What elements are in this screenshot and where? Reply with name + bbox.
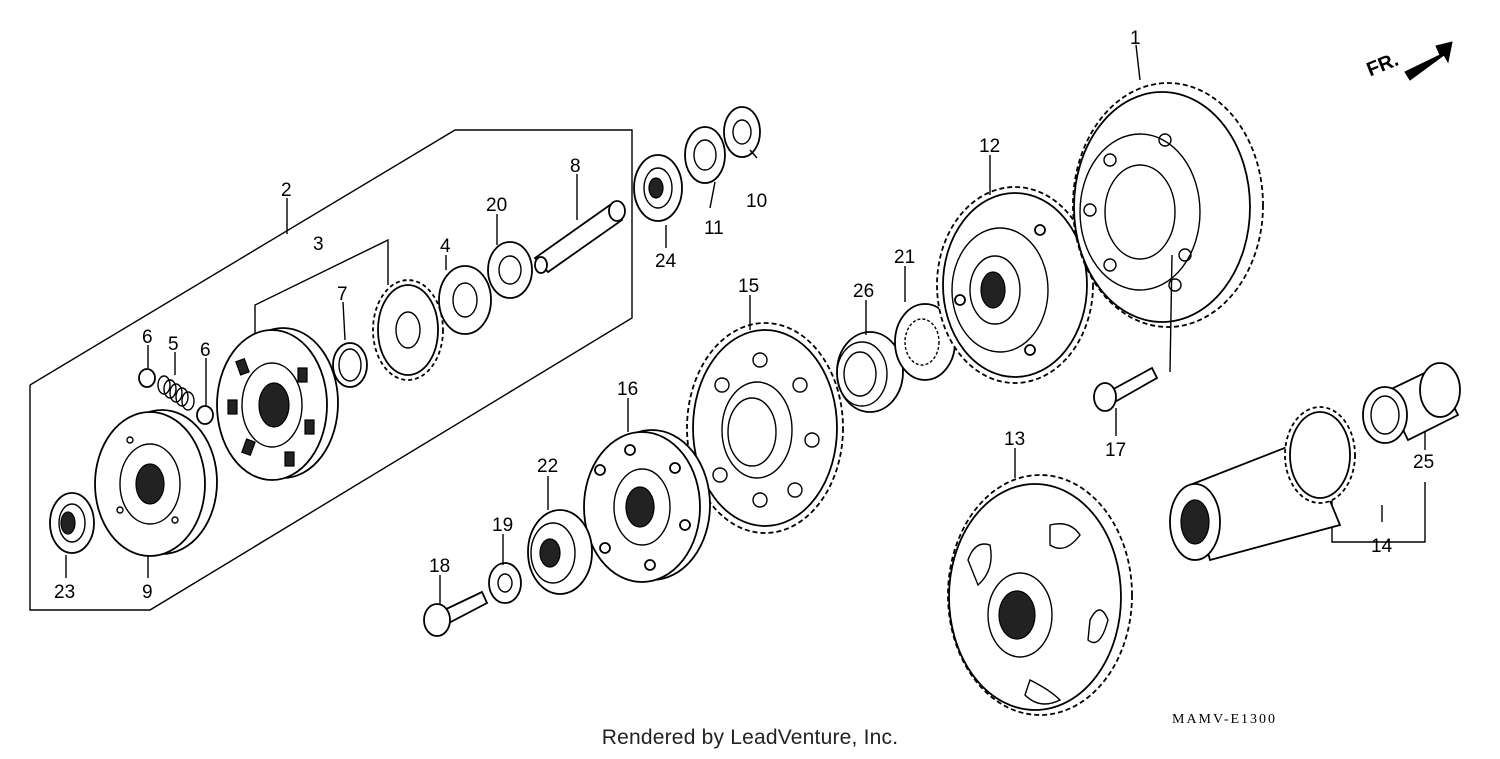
callout-18: 18 — [429, 556, 450, 577]
callout-1: 1 — [1130, 28, 1141, 49]
gear-part-1 — [1072, 82, 1264, 328]
front-direction-arrow-icon — [1404, 41, 1453, 81]
assembly-14-bracket — [1331, 482, 1426, 543]
callout-23: 23 — [54, 582, 75, 603]
callout-2: 2 — [281, 180, 292, 201]
callout-6-right: 6 — [200, 340, 211, 361]
callout-21: 21 — [894, 247, 915, 268]
bearing-part-23 — [49, 492, 95, 554]
callout-25: 25 — [1413, 452, 1434, 473]
shaft-part-8 — [533, 200, 626, 274]
callout-16: 16 — [617, 379, 638, 400]
callout-24: 24 — [655, 251, 677, 272]
sprocket-gear-part-3 — [372, 279, 444, 381]
sleeve-part-25 — [1362, 362, 1461, 444]
callout-20: 20 — [486, 195, 507, 216]
snap-ring-part-7 — [332, 342, 368, 388]
assembly-2-bracket — [29, 129, 633, 611]
callout-5: 5 — [168, 334, 179, 355]
callout-8: 8 — [570, 156, 581, 177]
cap-part-10 — [723, 106, 761, 158]
bearing-part-22 — [527, 509, 593, 595]
footer-credit: Rendered by LeadVenture, Inc. — [601, 726, 899, 749]
callout-15: 15 — [738, 276, 759, 297]
callout-7: 7 — [337, 284, 348, 305]
bolt-part-17 — [1093, 366, 1159, 412]
cap-part-6-right — [196, 405, 214, 425]
gear-part-15 — [686, 322, 844, 534]
callout-6-left: 6 — [142, 327, 153, 348]
clutch-drum-part-9 — [94, 409, 218, 557]
callout-17: 17 — [1105, 440, 1126, 461]
bolt-part-18 — [423, 590, 489, 637]
gear-part-12 — [936, 186, 1094, 384]
callout-11: 11 — [704, 218, 724, 239]
callout-19: 19 — [492, 515, 513, 536]
washer-part-20 — [487, 241, 533, 299]
bearing-part-24 — [633, 154, 683, 222]
washer-part-19 — [488, 562, 522, 604]
washer-part-4 — [438, 265, 492, 335]
diagram-code: MAMV-E1300 — [1172, 712, 1278, 727]
spring-part-5 — [157, 375, 195, 411]
needle-bearing-part-26 — [836, 331, 904, 413]
cap-part-6-left — [138, 368, 156, 388]
callout-13: 13 — [1004, 429, 1025, 450]
callout-12: 12 — [979, 136, 1000, 157]
callout-9: 9 — [142, 582, 153, 603]
splined-shaft-part-14 — [1169, 406, 1356, 562]
callout-26: 26 — [853, 281, 874, 302]
leader-lines — [65, 44, 1426, 605]
callout-4: 4 — [440, 236, 451, 257]
assembly-3-bracket — [254, 238, 389, 338]
hub-part-16 — [583, 429, 711, 583]
callout-14: 14 — [1371, 536, 1393, 557]
splined-washer-part-21 — [894, 303, 956, 381]
gear-part-13 — [947, 474, 1133, 716]
callout-3: 3 — [313, 234, 324, 255]
callout-10: 10 — [746, 191, 767, 212]
washer-part-11 — [684, 126, 726, 184]
callout-22: 22 — [537, 456, 558, 477]
one-way-clutch-part-3 — [216, 327, 339, 481]
